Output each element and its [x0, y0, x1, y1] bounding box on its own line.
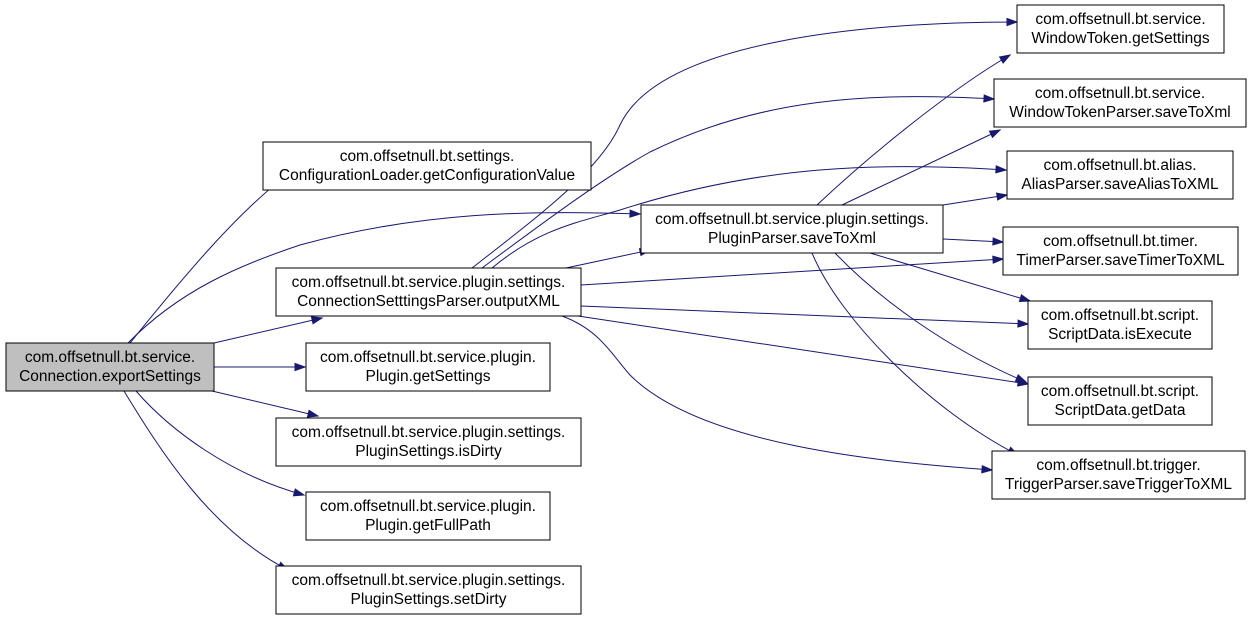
arrowhead-icon	[1014, 374, 1028, 383]
node-label-line: ConfigurationLoader.getConfigurationValu…	[279, 167, 575, 184]
node-exportSettings[interactable]: com.offsetnull.bt.service. Connection.exp…	[5, 342, 215, 392]
node-label-line: com.offsetnull.bt.settings.	[340, 148, 515, 165]
node-label-line: com.offsetnull.bt.service.	[1035, 85, 1205, 102]
node-getConfigurationValue[interactable]: com.offsetnull.bt.settings. Configuration…	[262, 141, 592, 191]
edge-outputXML-to-windowTokenGetSettings	[471, 17, 1019, 269]
arrowhead-icon	[1018, 293, 1032, 303]
node-label-line: PluginParser.saveToXml	[708, 230, 876, 247]
arrowhead-icon	[998, 54, 1012, 64]
node-label-line: ScriptData.isExecute	[1048, 326, 1192, 343]
edge-exportSettings-to-getFullPath	[135, 390, 306, 497]
node-label-line: com.offsetnull.bt.service.plugin.setting…	[292, 572, 566, 589]
arrowhead-icon	[992, 255, 1005, 264]
node-windowTokenParserSaveToXml[interactable]: com.offsetnull.bt.service. WindowTokenPar…	[993, 78, 1247, 128]
node-getData[interactable]: com.offsetnull.bt.script. ScriptData.getD…	[1027, 376, 1213, 426]
edge-pluginParserSaveToXml-to-saveAliasToXML	[942, 192, 1009, 206]
arrowhead-icon	[1006, 17, 1019, 27]
arrowhead-icon	[292, 488, 306, 497]
node-label-line: com.offsetnull.bt.service.	[1035, 11, 1205, 28]
edge-pluginParserSaveToXml-to-isExecute	[869, 252, 1032, 303]
edge-exportSettings-to-pluginParserSaveToXml	[127, 209, 642, 344]
edge-exportSettings-to-isDirty	[211, 390, 320, 418]
arrowhead-icon	[981, 465, 994, 474]
node-label-line: com.offsetnull.bt.script.	[1041, 307, 1199, 324]
arrowhead-icon	[310, 316, 324, 325]
arrowhead-icon	[1017, 319, 1030, 328]
arrowhead-icon	[988, 129, 1002, 139]
node-label-line: com.offsetnull.bt.script.	[1041, 383, 1199, 400]
node-label-line: com.offsetnull.bt.service.plugin.setting…	[292, 274, 566, 291]
edge-pluginParserSaveToXml-to-getData	[834, 252, 1028, 383]
node-label-line: ScriptData.getData	[1055, 402, 1186, 419]
arrowhead-icon	[629, 209, 642, 218]
node-label-line: Plugin.getFullPath	[365, 517, 491, 534]
node-isDirty[interactable]: com.offsetnull.bt.service.plugin.setting…	[275, 417, 582, 467]
node-label-line: WindowTokenParser.saveToXml	[1009, 104, 1230, 121]
arrowhead-icon	[992, 237, 1005, 246]
node-isExecute[interactable]: com.offsetnull.bt.script. ScriptData.isEx…	[1027, 300, 1213, 350]
edge-exportSettings-to-pluginGetSettings	[214, 362, 307, 372]
edge-exportSettings-to-outputXML	[213, 316, 324, 344]
edge-outputXML-to-pluginParserSaveToXml	[565, 248, 652, 269]
node-setDirty[interactable]: com.offsetnull.bt.service.plugin.setting…	[275, 565, 582, 615]
edge-outputXML-to-saveTriggerToXML	[561, 315, 994, 474]
node-windowTokenGetSettings[interactable]: com.offsetnull.bt.service. WindowToken.ge…	[1016, 4, 1225, 54]
node-label-line: TriggerParser.saveTriggerToXML	[1005, 476, 1233, 493]
edge-exportSettings-to-getConfigurationValue	[129, 165, 302, 344]
nodes: com.offsetnull.bt.service. Connection.exp…	[5, 4, 1247, 615]
node-pluginGetSettings[interactable]: com.offsetnull.bt.service.plugin. Plugin.…	[305, 342, 551, 392]
node-label-line: com.offsetnull.bt.timer.	[1043, 233, 1198, 250]
node-saveAliasToXML[interactable]: com.offsetnull.bt.alias. AliasParser.save…	[1006, 150, 1234, 200]
node-label-line: Connection.exportSettings	[19, 368, 201, 385]
node-label-line: com.offsetnull.bt.alias.	[1043, 157, 1196, 174]
node-label-line: PluginSettings.isDirty	[355, 443, 502, 460]
edge-outputXML-to-getData	[577, 315, 1030, 387]
arrowhead-icon	[306, 409, 320, 418]
node-label-line: ConnectionSetttingsParser.outputXML	[297, 293, 560, 310]
node-label-line: com.offsetnull.bt.service.plugin.setting…	[655, 211, 929, 228]
node-label-line: Plugin.getSettings	[366, 368, 491, 385]
edge-outputXML-to-saveAliasToXML	[491, 165, 1008, 269]
node-label-line: PluginSettings.setDirty	[351, 591, 507, 608]
node-label-line: com.offsetnull.bt.service.plugin.setting…	[292, 424, 566, 441]
node-getFullPath[interactable]: com.offsetnull.bt.service.plugin. Plugin.…	[305, 491, 551, 541]
edge-outputXML-to-windowTokenParserSaveToXml	[481, 94, 996, 269]
node-saveTriggerToXML[interactable]: com.offsetnull.bt.trigger. TriggerParser.…	[991, 450, 1246, 500]
edge-pluginParserSaveToXml-to-windowTokenGetSettings	[816, 54, 1012, 206]
node-label-line: com.offsetnull.bt.service.plugin.	[320, 498, 536, 515]
edge-outputXML-to-isExecute	[580, 305, 1030, 328]
node-saveTimerToXML[interactable]: com.offsetnull.bt.timer. TimerParser.save…	[1002, 226, 1239, 276]
node-label-line: com.offsetnull.bt.service.	[25, 349, 195, 366]
node-pluginParserSaveToXml[interactable]: com.offsetnull.bt.service.plugin.setting…	[640, 204, 944, 254]
node-label-line: TimerParser.saveTimerToXML	[1016, 252, 1225, 269]
node-outputXML[interactable]: com.offsetnull.bt.service.plugin.setting…	[275, 267, 582, 317]
node-label-line: WindowToken.getSettings	[1031, 30, 1210, 47]
arrowhead-icon	[995, 165, 1008, 174]
node-label-line: AliasParser.saveAliasToXML	[1021, 176, 1219, 193]
edges	[123, 17, 1032, 571]
edge-outputXML-to-saveTimerToXML	[580, 255, 1005, 286]
arrowhead-icon	[294, 362, 307, 372]
arrowhead-icon	[983, 94, 996, 103]
node-label-line: com.offsetnull.bt.trigger.	[1036, 457, 1200, 474]
edge-pluginParserSaveToXml-to-saveTimerToXML	[942, 237, 1005, 246]
edge-pluginParserSaveToXml-to-saveTriggerToXML	[811, 252, 1020, 456]
edge-pluginParserSaveToXml-to-windowTokenParserSaveToXml	[841, 129, 1002, 206]
edge-exportSettings-to-setDirty	[123, 390, 290, 571]
node-label-line: com.offsetnull.bt.service.plugin.	[320, 349, 536, 366]
arrowhead-icon	[995, 192, 1009, 201]
